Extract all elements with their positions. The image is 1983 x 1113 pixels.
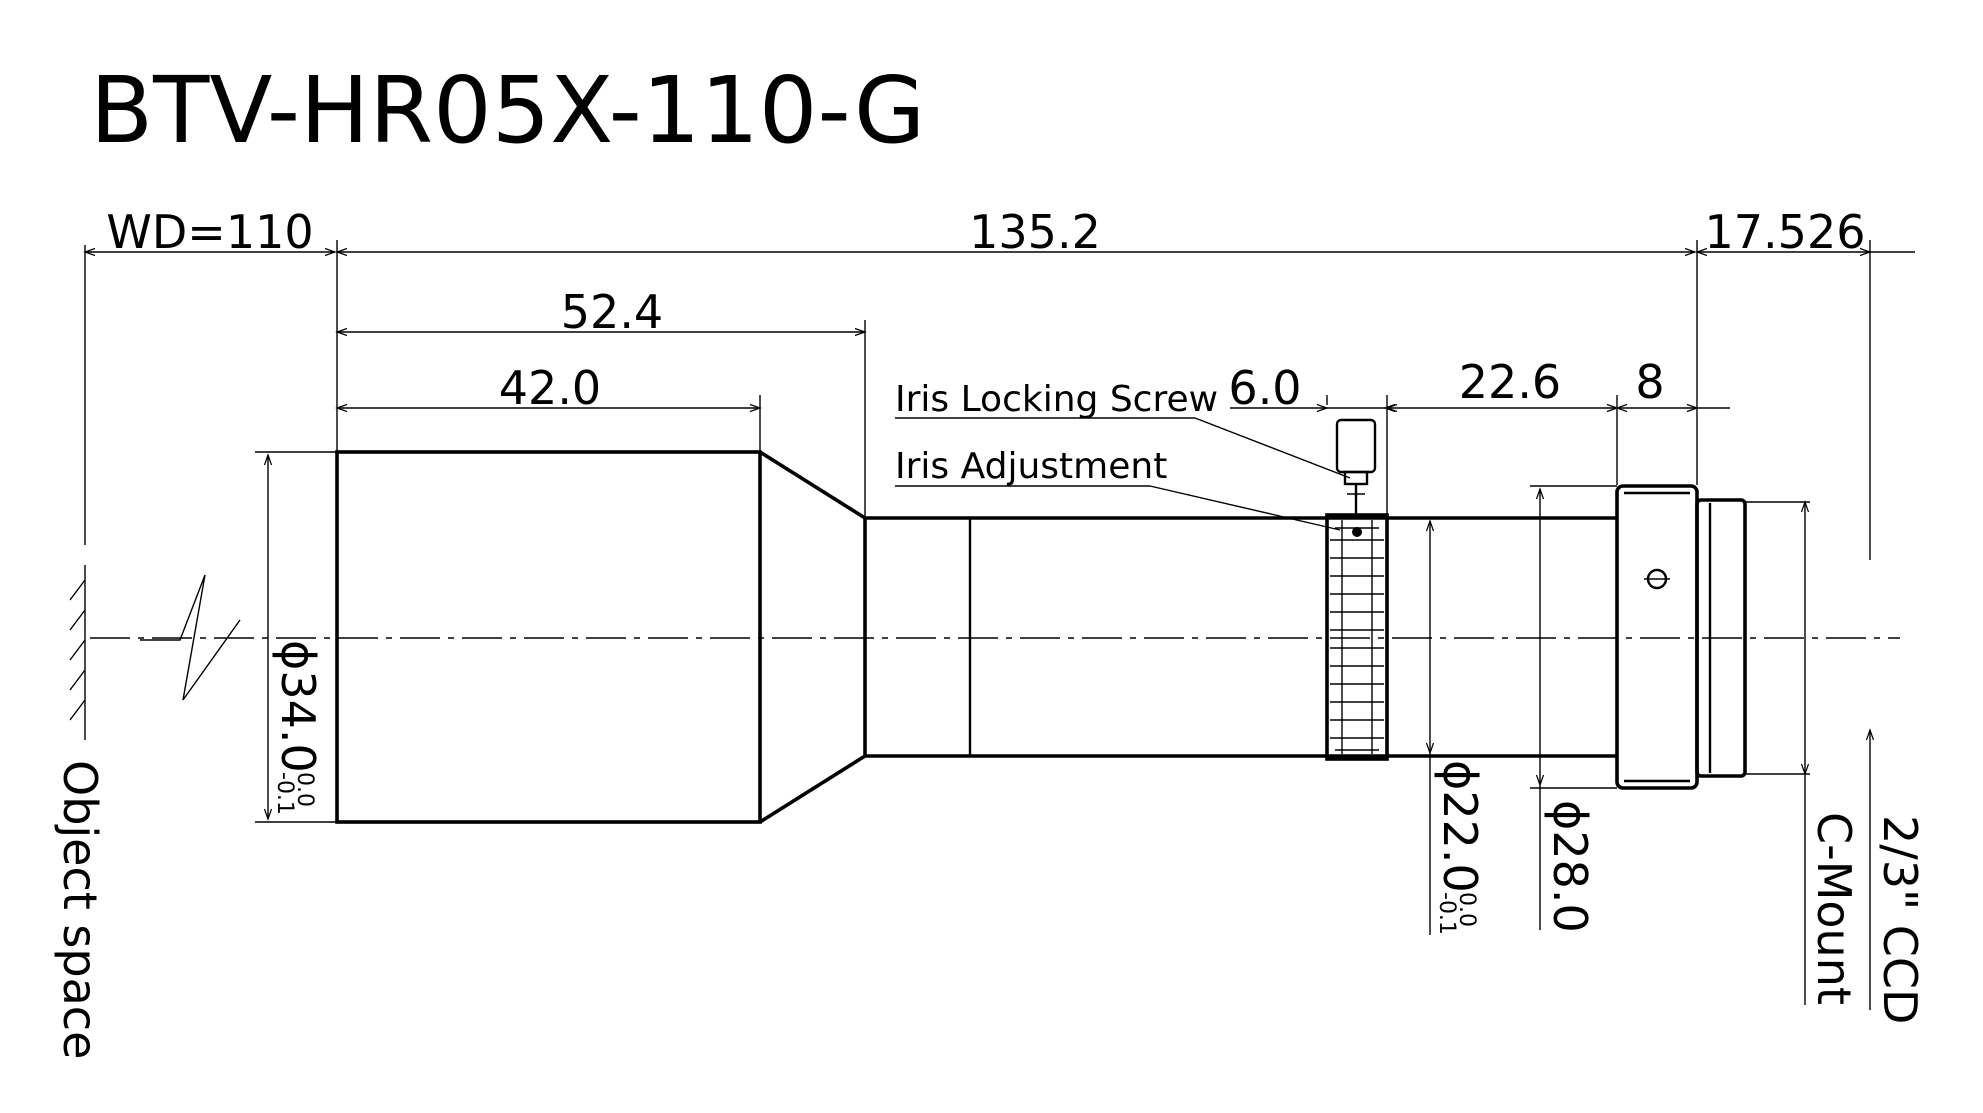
dim-wd-label: WD=110 xyxy=(106,205,313,259)
iris-locking-screw xyxy=(1335,418,1377,515)
dim-front-taper-label: 52.4 xyxy=(561,285,663,339)
iris-adjustment-label: Iris Adjustment xyxy=(895,446,1167,487)
dim-front-taper: 52.4 xyxy=(335,285,867,339)
dim-dia-barrel-label: ϕ22.0 xyxy=(1433,760,1487,893)
dim-dia-mount-label: ϕ28.0 xyxy=(1543,800,1597,933)
sensor-label: 2/3" CCD xyxy=(1873,815,1927,1024)
object-space-group: Object space xyxy=(53,760,107,1059)
dim-back-focus-label: 17.526 xyxy=(1705,205,1866,259)
dim-dia-barrel-tol-lower: -0.1 xyxy=(1434,892,1459,935)
dim-rear-barrel: 22.6 xyxy=(1385,355,1619,413)
dim-rear-barrel-label: 22.6 xyxy=(1459,355,1561,409)
dim-overall-length: 135.2 xyxy=(335,205,1697,259)
dim-overall-length-label: 135.2 xyxy=(969,205,1101,259)
c-mount-thread xyxy=(1695,498,1810,778)
object-space-label: Object space xyxy=(53,760,107,1059)
dim-dia-front-label: ϕ34.0 xyxy=(271,640,325,773)
front-barrel xyxy=(335,450,762,824)
dim-dia-front: ϕ34.0 0.0 -0.1 xyxy=(255,451,337,823)
taper-top xyxy=(759,450,866,520)
taper-bottom xyxy=(759,754,866,824)
mount-flange xyxy=(1615,484,1699,790)
drawing-title: BTV-HR05X-110-G xyxy=(90,57,925,164)
dim-front-barrel: 42.0 xyxy=(335,361,762,415)
dim-mount-flange: 8 xyxy=(1615,355,1730,413)
c-mount-label: C-Mount xyxy=(1807,812,1861,1005)
iris-locking-screw-label: Iris Locking Screw xyxy=(895,379,1218,420)
dim-dia-barrel: ϕ22.0 0.0 -0.1 xyxy=(1425,519,1487,935)
iris-ring xyxy=(1325,513,1389,761)
dim-working-distance: WD=110 xyxy=(83,205,337,259)
dim-mount-flange-label: 8 xyxy=(1635,355,1664,409)
object-plane xyxy=(69,245,241,740)
dim-dia-mount: ϕ28.0 xyxy=(1530,485,1617,933)
dim-dia-front-tol-upper: 0.0 xyxy=(292,772,317,807)
dim-c-mount-ref: C-Mount xyxy=(1800,500,1861,1005)
callout-iris-locking-screw: Iris Locking Screw xyxy=(895,379,1351,479)
dim-dia-barrel-tol-upper: 0.0 xyxy=(1454,892,1479,927)
callout-iris-adjustment: Iris Adjustment xyxy=(895,446,1341,531)
dim-front-barrel-label: 42.0 xyxy=(499,361,601,415)
dim-iris-ring: 6.0 xyxy=(1228,361,1396,415)
dim-iris-ring-label: 6.0 xyxy=(1228,361,1301,415)
dim-back-focus: 17.526 xyxy=(1695,205,1915,259)
sensor-plane: 2/3" CCD xyxy=(1865,728,1927,1024)
dim-dia-front-tol-lower: -0.1 xyxy=(272,772,297,815)
